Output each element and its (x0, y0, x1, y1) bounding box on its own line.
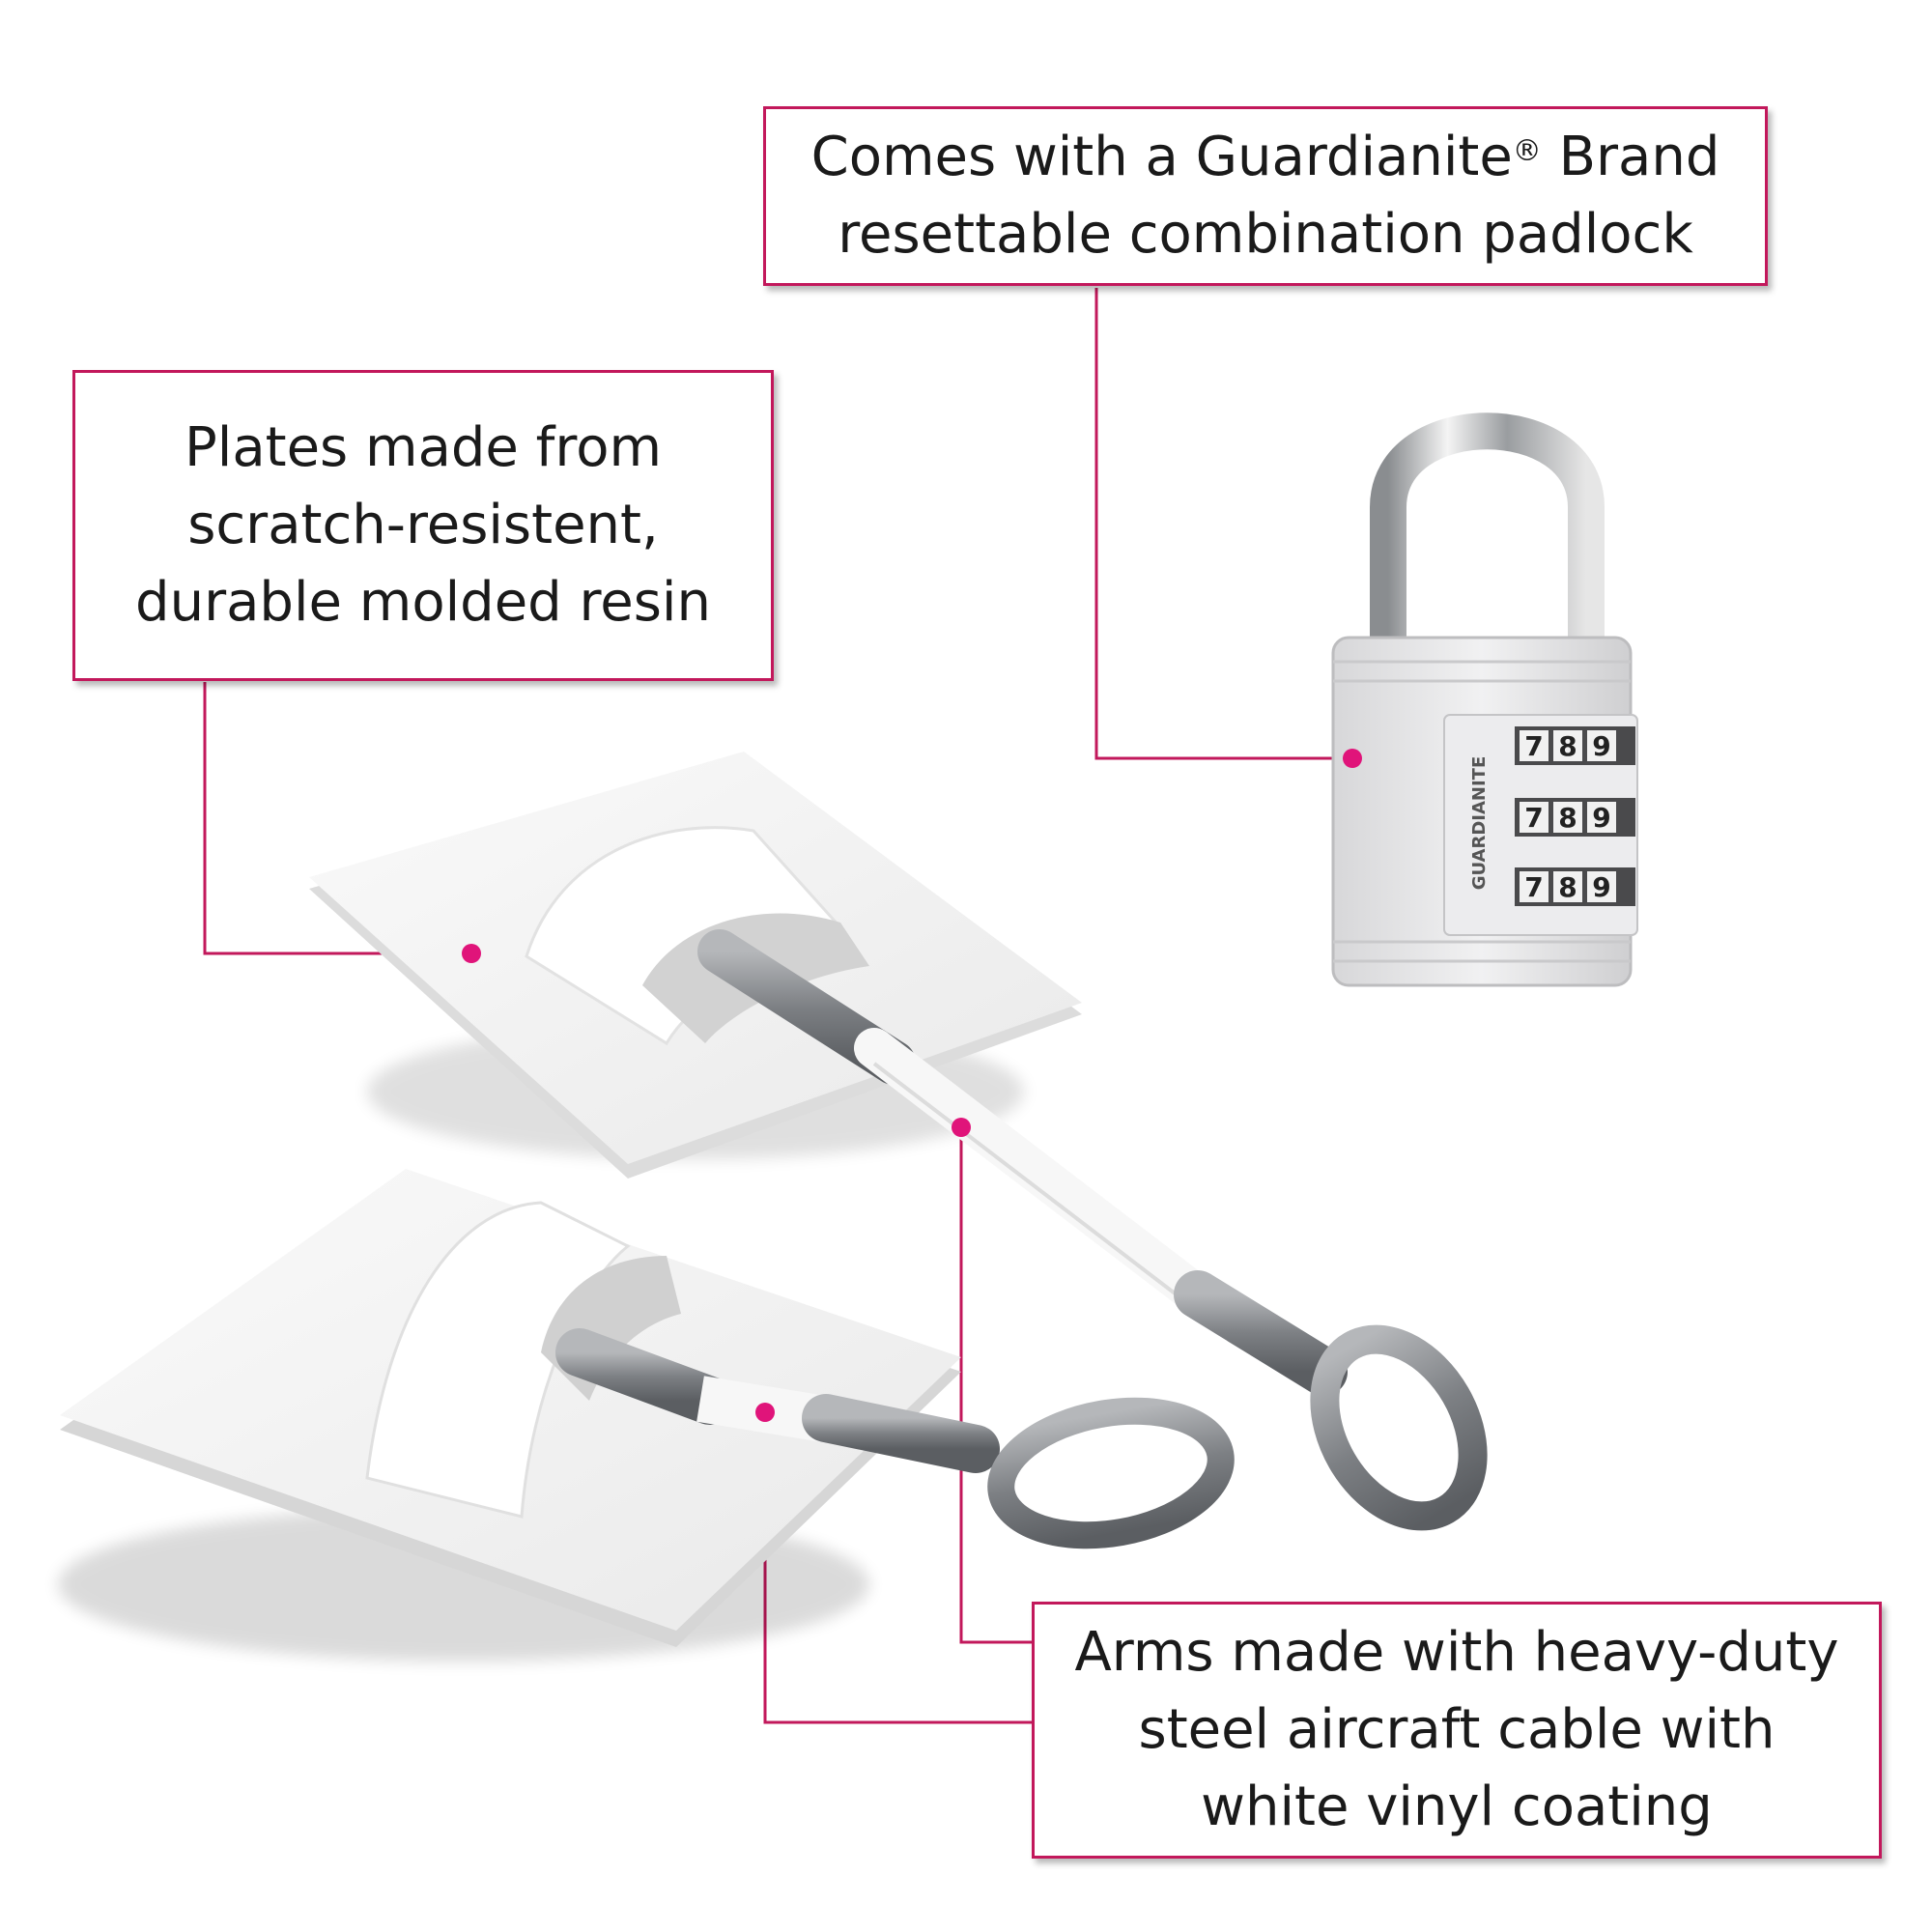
arms-callout: Arms made with heavy-duty steel aircraft… (1032, 1602, 1882, 1859)
padlock-callout: Comes with a Guardianite® Brand resettab… (763, 106, 1768, 286)
dial-row-2[interactable]: 7 8 9 (1515, 798, 1635, 837)
connector-dots (462, 749, 1362, 1422)
plates-callout-line-1: Plates made from (184, 416, 663, 479)
dial-digit: 8 (1558, 730, 1577, 762)
plates-callout: Plates made from scratch-resistent, dura… (72, 370, 774, 681)
padlock-connector (1094, 288, 1352, 760)
front-plate (58, 1169, 961, 1662)
padlock-callout-line-2: resettable combination padlock (838, 203, 1693, 266)
arms-callout-line-1: Arms made with heavy-duty (1074, 1621, 1839, 1684)
dial-digit: 7 (1524, 871, 1543, 903)
padlock-marker-dot (1343, 749, 1362, 768)
upper-arm (697, 929, 1488, 1531)
dial-digit: 7 (1524, 730, 1543, 762)
padlock-callout-text: Brand (1541, 126, 1720, 188)
dial-row-3[interactable]: 7 8 9 (1515, 867, 1635, 906)
plates-callout-line-2: scratch-resistent, (187, 494, 659, 556)
dial-digit: 9 (1592, 802, 1610, 834)
arm-upper-connector (959, 1127, 1032, 1644)
dial-digit: 8 (1558, 802, 1577, 834)
dial-digit: 7 (1524, 802, 1543, 834)
arm-upper-marker-dot (952, 1118, 971, 1137)
padlock-callout-text: Comes with a Guardianite (810, 126, 1513, 188)
dial-row-1[interactable]: 7 8 9 (1515, 726, 1635, 765)
padlock: GUARDIANITE 7 8 9 7 8 9 7 8 9 (1331, 412, 1638, 987)
padlock-brand-label: GUARDIANITE (1469, 756, 1490, 891)
registered-mark: ® (1512, 134, 1542, 168)
dial-digit: 9 (1592, 871, 1610, 903)
dial-digit: 9 (1592, 730, 1610, 762)
arms-callout-line-3: white vinyl coating (1201, 1776, 1713, 1838)
plate-marker-dot (462, 944, 481, 963)
padlock-callout-line-1: Comes with a Guardianite® Brand (766, 119, 1765, 196)
arms-callout-line-2: steel aircraft cable with (1138, 1698, 1776, 1761)
dial-digit: 8 (1558, 871, 1577, 903)
plates-callout-line-3: durable molded resin (135, 571, 711, 634)
arm-lower-marker-dot (755, 1403, 775, 1422)
